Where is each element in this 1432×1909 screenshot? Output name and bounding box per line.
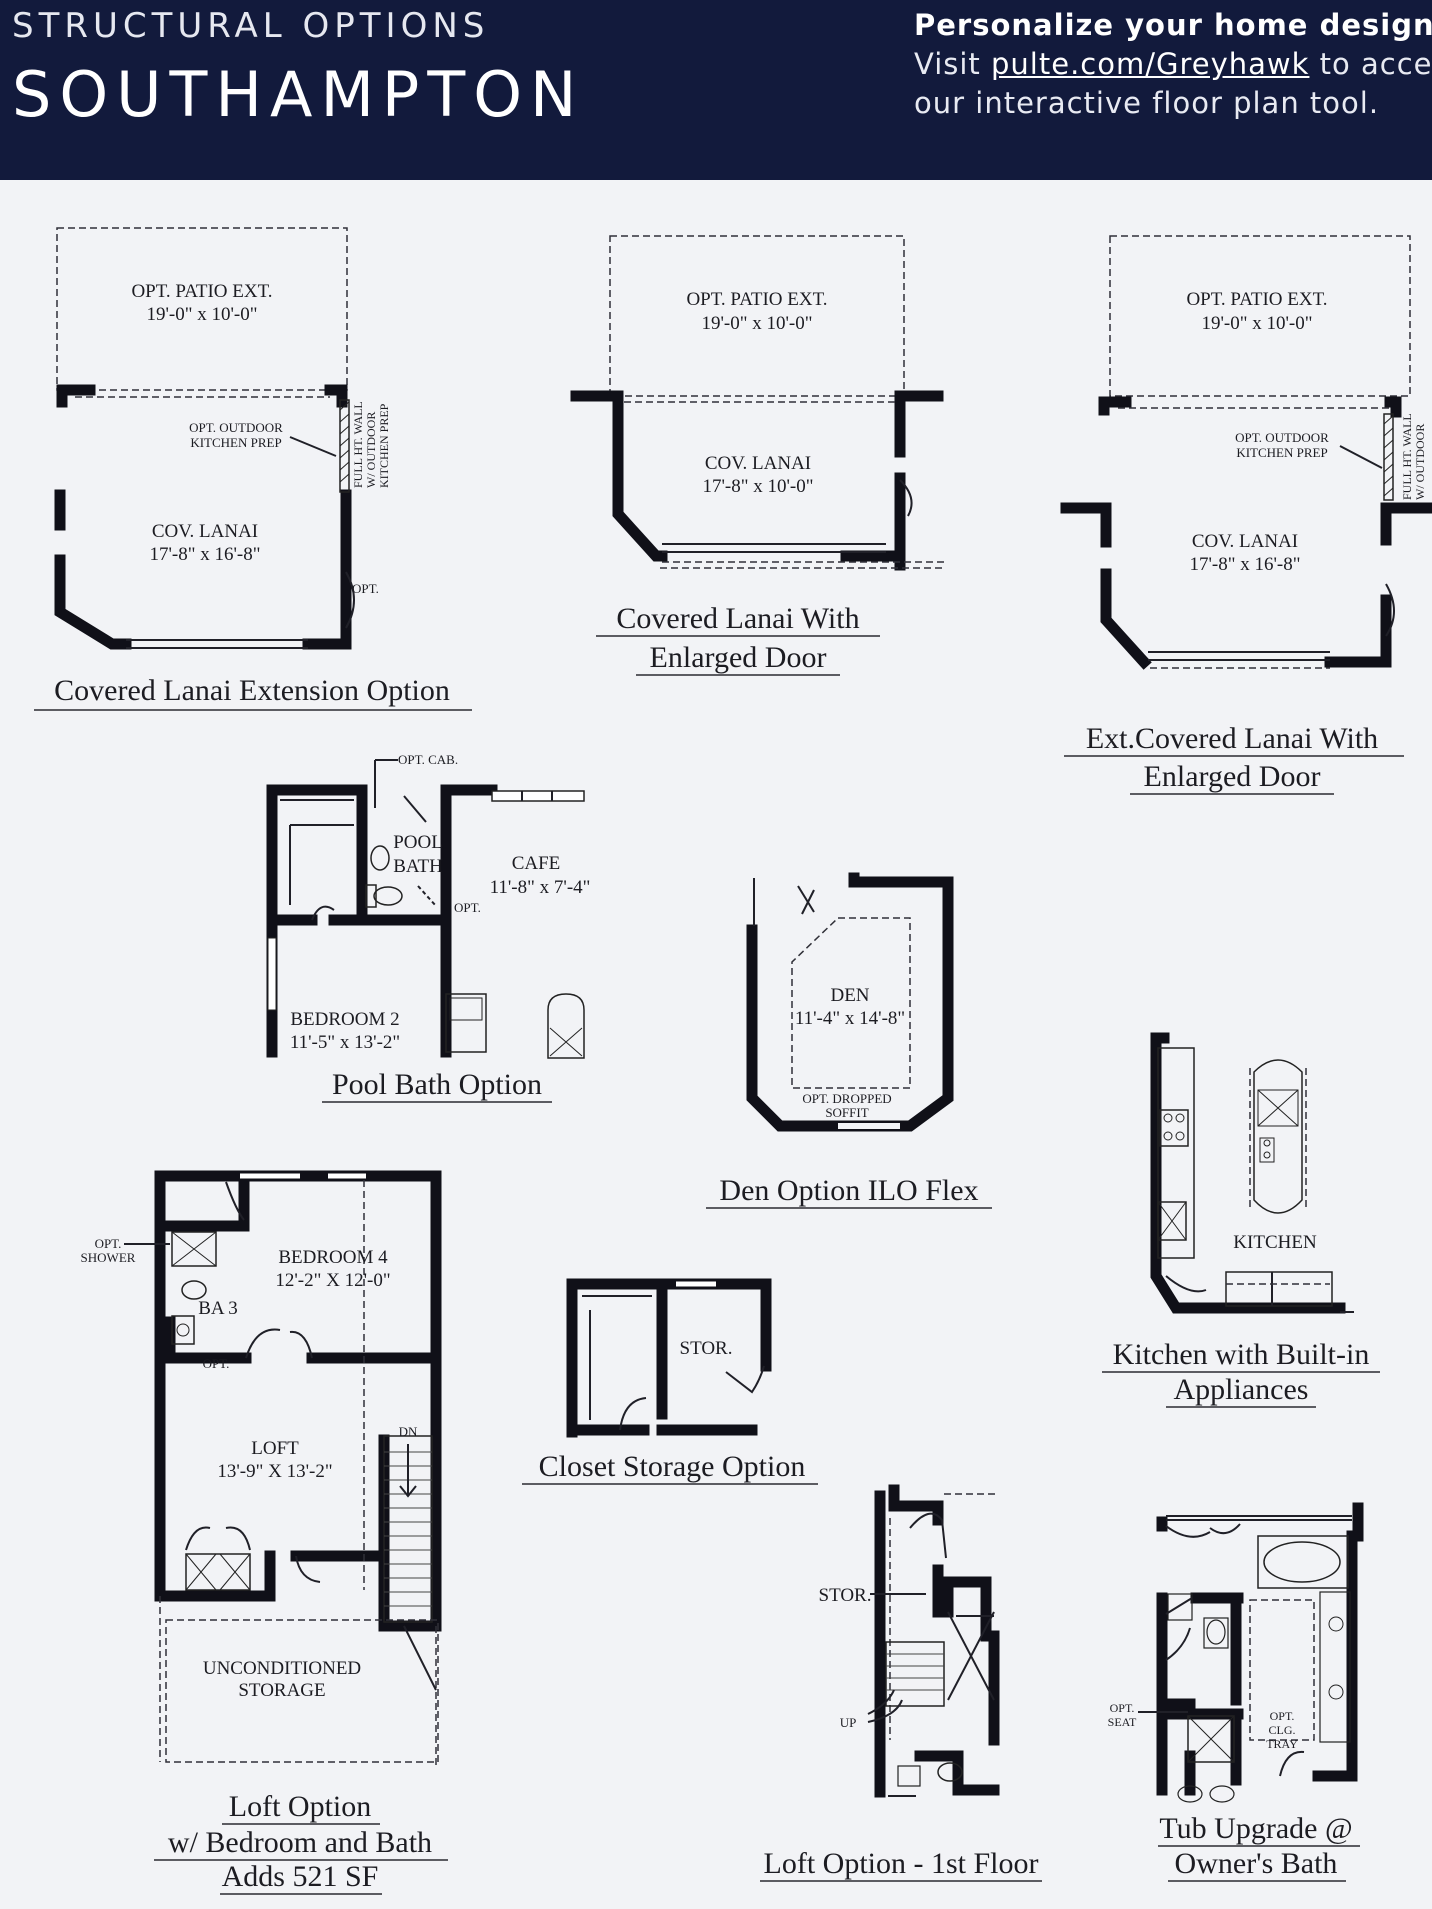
caption-den: Den Option ILO Flex (719, 1174, 978, 1207)
patio-label: OPT. PATIO EXT. (131, 281, 272, 302)
bedroom2-label: BEDROOM 2 (290, 1009, 399, 1030)
plan-loft-first-floor: STOR. UP Loft Option - 1st Floor (760, 1484, 1042, 1882)
opt-shower-label-1: OPT. (95, 1236, 122, 1251)
opt-tray-label-2: CLG. (1269, 1723, 1296, 1737)
patio-label: OPT. PATIO EXT. (1186, 289, 1327, 310)
plan-den: DEN 11'-4" x 14'-8" OPT. DROPPED SOFFIT … (706, 872, 992, 1209)
full-wall-label-1: FULL HT. WALL (1400, 413, 1414, 500)
outdoor-kitchen-label-1: OPT. OUTDOOR (189, 420, 283, 435)
soffit-label-1: OPT. DROPPED (802, 1091, 891, 1106)
dropped-soffit-outline (791, 917, 911, 1089)
pool-bath-label-2: BATH (393, 856, 443, 877)
pool-bath-label-1: POOL (393, 832, 443, 853)
plan-closet-storage: STOR. Closet Storage Option (522, 1278, 818, 1485)
loft-size: 13'-9" X 13'-2" (217, 1461, 332, 1482)
cafe-label: CAFE (512, 853, 561, 874)
opt-seat-label-2: SEAT (1108, 1715, 1137, 1729)
opt-seat-label-1: OPT. (1110, 1701, 1135, 1715)
personalize-callout: Personalize your home design. Visit pult… (914, 8, 1432, 120)
lanai-label: COV. LANAI (1192, 531, 1298, 552)
visit-line: Visit pulte.com/Greyhawk to access (914, 47, 1432, 81)
cafe-size: 11'-8" x 7'-4" (490, 877, 591, 898)
lanai-label: COV. LANAI (152, 521, 258, 542)
plan-pool-bath: OPT. CAB. POOL BATH CAFE 11'-8" x 7'-4" … (266, 752, 591, 1103)
caption-ext-lanai-2: Enlarged Door (1144, 760, 1321, 793)
bedroom2-size: 11'-5" x 13'-2" (290, 1032, 400, 1053)
caption-tub-1: Tub Upgrade @ (1159, 1812, 1352, 1845)
patio-extension-outline (1109, 235, 1411, 397)
full-wall-label-1: FULL HT. WALL (351, 401, 365, 488)
caption-loft-1: Loft Option (229, 1790, 372, 1823)
bath3-label: BA 3 (198, 1298, 238, 1319)
opt-cab-label: OPT. CAB. (398, 752, 458, 767)
bedroom4-label: BEDROOM 4 (278, 1247, 388, 1268)
plan-sheet: OPT. PATIO EXT. 19'-0" x 10'-0" OPT. OUT… (0, 180, 1432, 1909)
den-size: 11'-4" x 14'-8" (795, 1008, 905, 1029)
opt-tray-label-3: TRAY (1266, 1737, 1298, 1751)
floor-plans: OPT. PATIO EXT. 19'-0" x 10'-0" OPT. OUT… (34, 227, 1432, 1895)
caption-lanai-door-1: Covered Lanai With (616, 602, 859, 635)
outdoor-kitchen-label-1: OPT. OUTDOOR (1235, 430, 1329, 445)
caption-loft-2: w/ Bedroom and Bath (168, 1826, 432, 1859)
caption-closet: Closet Storage Option (539, 1450, 806, 1483)
den-label: DEN (830, 985, 869, 1006)
visit-prefix: Visit (914, 47, 992, 81)
outdoor-kitchen-label-2: KITCHEN PREP (190, 435, 281, 450)
greyhawk-link[interactable]: pulte.com/Greyhawk (991, 47, 1310, 81)
opt-label: OPT. (454, 900, 481, 915)
plan-lanai-extension: OPT. PATIO EXT. 19'-0" x 10'-0" OPT. OUT… (34, 227, 472, 711)
soffit-label-2: SOFFIT (825, 1105, 868, 1120)
lanai-label: COV. LANAI (705, 453, 811, 474)
kitchen-label: KITCHEN (1233, 1232, 1317, 1253)
outdoor-kitchen-label-2: KITCHEN PREP (1236, 445, 1327, 460)
caption-lanai-extension: Covered Lanai Extension Option (54, 674, 450, 707)
plan-title: SOUTHAMPTON (12, 58, 585, 131)
caption-loft-first: Loft Option - 1st Floor (764, 1847, 1039, 1880)
patio-size: 19'-0" x 10'-0" (146, 304, 257, 325)
caption-loft-3: Adds 521 SF (222, 1860, 379, 1893)
storage-label-2: STORAGE (238, 1680, 325, 1701)
caption-kitchen-1: Kitchen with Built-in (1113, 1338, 1370, 1371)
patio-label: OPT. PATIO EXT. (686, 289, 827, 310)
plan-lanai-enlarged-door: OPT. PATIO EXT. 19'-0" x 10'-0" COV. LAN… (570, 235, 944, 676)
storage-outline (165, 1619, 439, 1763)
opt-tray-label-1: OPT. (1270, 1709, 1295, 1723)
plan-kitchen: KITCHEN Kitchen with Built-in Appliances (1102, 1032, 1380, 1408)
plan-tub-upgrade: OPT. SEAT OPT. CLG. TRAY Tub Upgrade @ O… (1108, 1502, 1364, 1882)
plan-loft: OPT. SHOWER BEDROOM 4 12'-2" X 12'-0" BA… (81, 1170, 448, 1895)
section-kicker: STRUCTURAL OPTIONS (12, 6, 490, 46)
caption-lanai-door-2: Enlarged Door (650, 641, 827, 674)
patio-extension-outline (609, 235, 905, 397)
lanai-size: 17'-8" x 16'-8" (1189, 554, 1300, 575)
visit-suffix: to access (1319, 47, 1432, 81)
storage-label: STOR. (680, 1338, 733, 1359)
personalize-heading: Personalize your home design. (914, 8, 1432, 42)
loft-label: LOFT (251, 1438, 299, 1459)
opt-label: OPT. (352, 581, 379, 596)
full-wall-label-3: KITCHEN PREP (377, 403, 391, 488)
lanai-size: 17'-8" x 16'-8" (149, 544, 260, 565)
full-wall-label-2: W/ OUTDOOR (364, 412, 378, 488)
opt-label: OPT. (203, 1356, 230, 1371)
patio-extension-outline (56, 227, 348, 391)
tool-line: our interactive floor plan tool. (914, 86, 1380, 120)
plan-ext-lanai-enlarged-door: OPT. PATIO EXT. 19'-0" x 10'-0" OPT. OUT… (1060, 235, 1432, 795)
opt-shower-label-2: SHOWER (81, 1250, 136, 1265)
patio-size: 19'-0" x 10'-0" (701, 313, 812, 334)
bedroom4-size: 12'-2" X 12'-0" (275, 1270, 390, 1291)
down-label: DN (399, 1424, 418, 1439)
header-banner: STRUCTURAL OPTIONS SOUTHAMPTON Personali… (0, 0, 1432, 182)
lanai-size: 17'-8" x 10'-0" (702, 476, 813, 497)
patio-size: 19'-0" x 10'-0" (1201, 313, 1312, 334)
caption-tub-2: Owner's Bath (1175, 1847, 1338, 1880)
caption-kitchen-2: Appliances (1174, 1373, 1309, 1406)
full-wall-label-2: W/ OUTDOOR (1413, 424, 1427, 500)
caption-pool-bath: Pool Bath Option (332, 1068, 542, 1101)
storage-label-1: UNCONDITIONED (203, 1658, 361, 1679)
opt-ceiling-tray (1249, 1599, 1315, 1741)
up-label: UP (840, 1715, 857, 1730)
storage-label: STOR. (819, 1585, 872, 1606)
caption-ext-lanai-1: Ext.Covered Lanai With (1086, 722, 1378, 755)
